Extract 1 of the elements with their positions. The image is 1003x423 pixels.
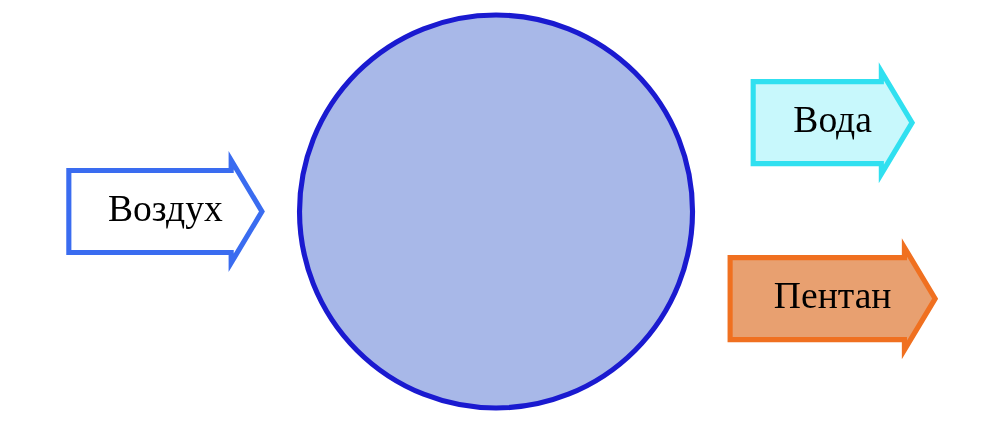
node-circle <box>296 12 695 411</box>
